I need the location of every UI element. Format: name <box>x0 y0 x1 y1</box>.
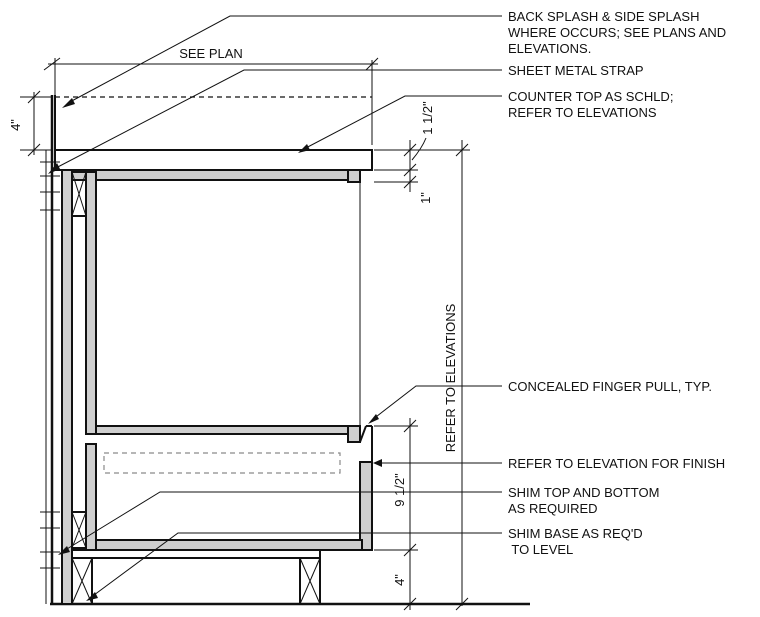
dim-top-thickness-label: 1 1/2" <box>420 101 435 135</box>
counter-top <box>54 149 373 171</box>
dim-base-height: 4" <box>392 550 417 611</box>
nailer-block-upper <box>71 171 87 217</box>
svg-text:REFER TO ELEVATION FOR FINISH: REFER TO ELEVATION FOR FINISH <box>508 456 725 471</box>
note-counter-top: COUNTER TOP AS SCHLD; REFER TO ELEVATION… <box>508 89 673 120</box>
dim-overall-height-label: REFER TO ELEVATIONS <box>443 303 458 452</box>
note-shim-base: SHIM BASE AS REQ'D TO LEVEL <box>508 526 643 557</box>
note-back-splash: BACK SPLASH & SIDE SPLASH WHERE OCCURS; … <box>508 9 726 56</box>
svg-text:ELEVATIONS.: ELEVATIONS. <box>508 41 591 56</box>
nailer-block-lower <box>71 511 87 549</box>
svg-text:SHIM BASE AS REQ'D: SHIM BASE AS REQ'D <box>508 526 643 541</box>
leader-shim-base <box>86 532 502 601</box>
bottom-panel <box>95 539 363 551</box>
leader-finger-pull <box>368 385 502 424</box>
svg-text:SHEET METAL STRAP: SHEET METAL STRAP <box>508 63 644 78</box>
back-panel <box>61 169 73 605</box>
leader-finish <box>373 459 502 467</box>
svg-text:SHIM TOP AND BOTTOM: SHIM TOP AND BOTTOM <box>508 485 659 500</box>
leader-shim-top <box>58 491 502 555</box>
dim-top-thickness: 1 1/2" <box>374 101 470 192</box>
svg-text:TO LEVEL: TO LEVEL <box>508 542 573 557</box>
svg-text:COUNTER TOP AS SCHLD;: COUNTER TOP AS SCHLD; <box>508 89 673 104</box>
dim-drawer-height: 9 1/2" <box>374 418 418 557</box>
toe-kick-base <box>71 550 321 605</box>
svg-text:CONCEALED FINGER PULL, TYP.: CONCEALED FINGER PULL, TYP. <box>508 379 712 394</box>
svg-text:BACK SPLASH & SIDE SPLASH: BACK SPLASH & SIDE SPLASH <box>508 9 699 24</box>
svg-text:WHERE OCCURS; SEE PLANS AND: WHERE OCCURS; SEE PLANS AND <box>508 25 726 40</box>
note-finger-pull: CONCEALED FINGER PULL, TYP. <box>508 379 712 394</box>
svg-text:REFER TO ELEVATIONS: REFER TO ELEVATIONS <box>508 105 657 120</box>
back-splash <box>54 60 373 150</box>
drawer-dash-outline <box>103 452 341 474</box>
drawer-front <box>359 425 373 551</box>
dim-splash-height: 4" <box>8 90 52 157</box>
sub-top-panel <box>71 169 361 181</box>
note-finish: REFER TO ELEVATION FOR FINISH <box>508 456 725 471</box>
dim-reveal: 1" <box>374 175 433 204</box>
dim-base-height-label: 4" <box>392 574 407 586</box>
shelf-end-block <box>347 425 361 443</box>
dim-splash-height-label: 4" <box>8 119 23 131</box>
leader-back-splash <box>62 15 502 108</box>
note-sheet-metal-strap: SHEET METAL STRAP <box>508 63 644 78</box>
top-rail-block <box>347 169 361 183</box>
dim-overall-height: REFER TO ELEVATIONS <box>443 140 469 611</box>
svg-text:AS REQUIRED: AS REQUIRED <box>508 501 598 516</box>
cabinet-side-upper <box>85 171 97 435</box>
shelf-panel <box>95 425 359 435</box>
dim-see-plan: SEE PLAN <box>43 46 379 95</box>
dim-drawer-height-label: 9 1/2" <box>392 473 407 507</box>
note-shim-top: SHIM TOP AND BOTTOM AS REQUIRED <box>508 485 659 516</box>
leader-counter-top <box>298 95 502 153</box>
shim-marks-upper <box>40 161 60 211</box>
dim-reveal-label: 1" <box>418 192 433 204</box>
dim-see-plan-label: SEE PLAN <box>179 46 243 61</box>
shim-marks-lower <box>40 511 60 569</box>
leader-sheet-metal-strap <box>48 69 502 174</box>
